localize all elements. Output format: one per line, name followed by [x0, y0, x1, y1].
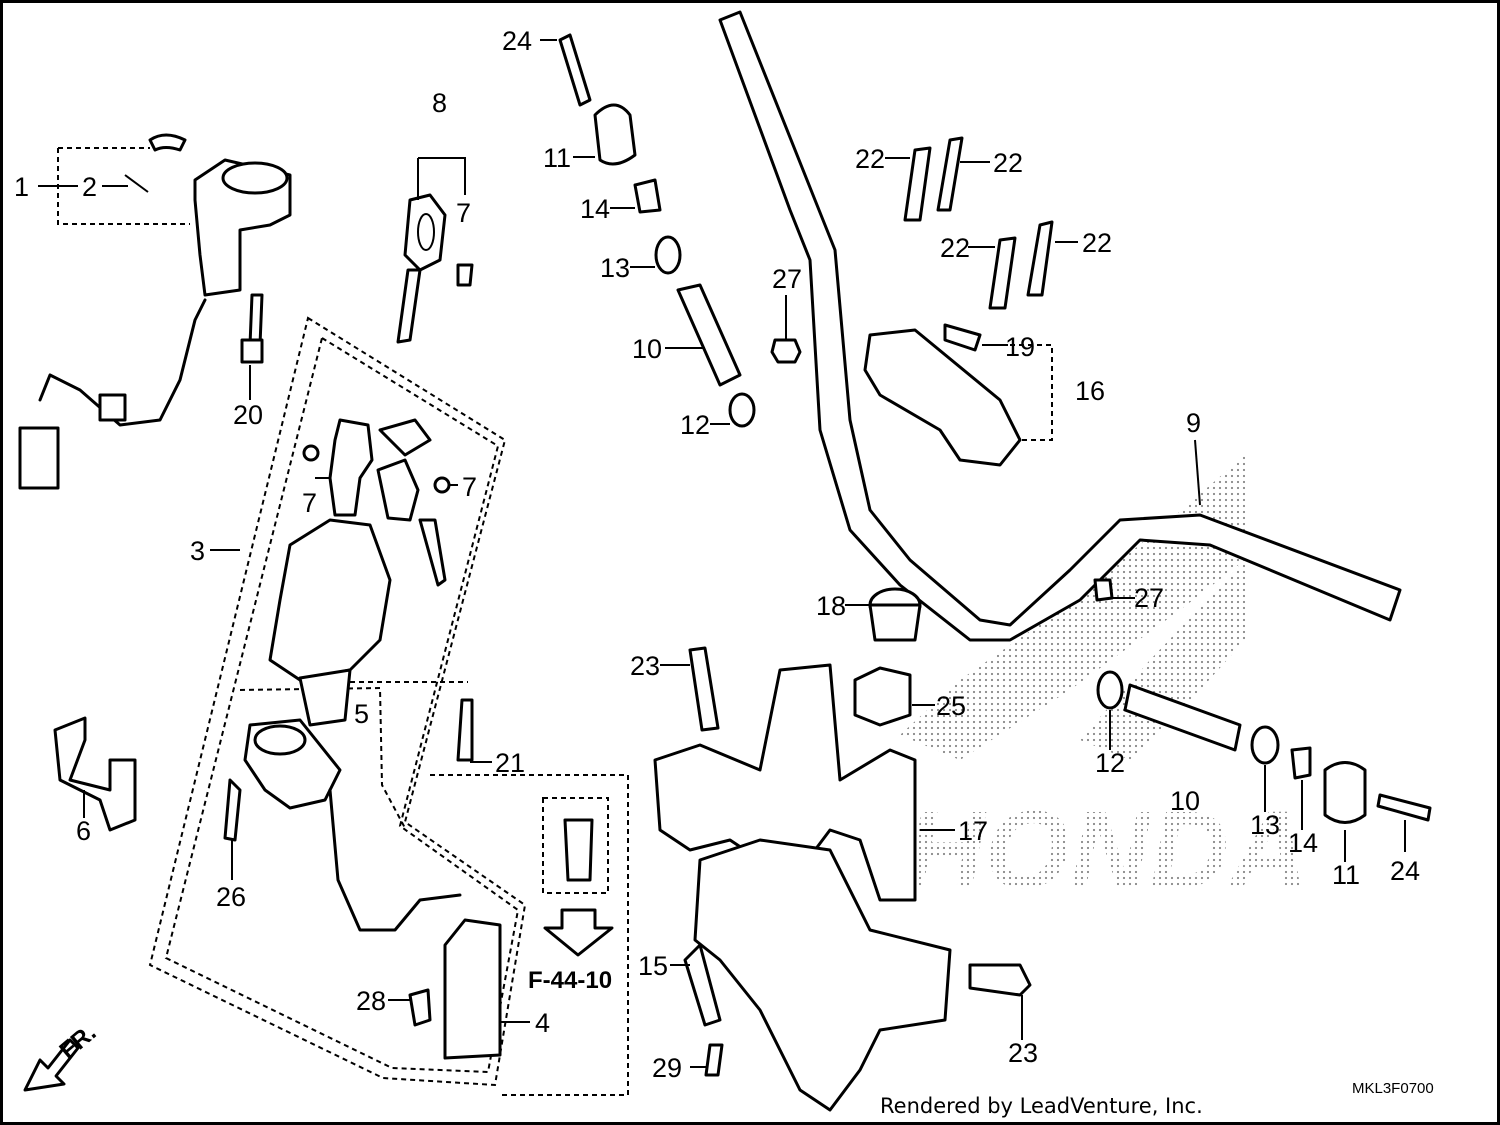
- bolts-part-22: [903, 136, 1054, 310]
- handlebar-holder-part-16: [863, 328, 1022, 467]
- callout-25: 25: [936, 691, 966, 721]
- callout-19: 19: [1005, 332, 1035, 362]
- callout-24b: 24: [1390, 856, 1420, 886]
- callout-20: 20: [233, 400, 263, 430]
- screw-part-29: [704, 1043, 724, 1077]
- callout-12a: 12: [680, 410, 710, 440]
- drawing-code: MKL3F0700: [1352, 1080, 1434, 1097]
- callout-29: 29: [652, 1053, 682, 1083]
- switch-part-5: [223, 718, 502, 1060]
- screw-part-21: [456, 698, 474, 762]
- credit-text: Rendered by LeadVenture, Inc.: [880, 1094, 1203, 1118]
- bar-end-stack-right: [1096, 670, 1432, 824]
- callout-7a: 7: [456, 198, 471, 228]
- callout-7b: 7: [302, 488, 317, 518]
- callout-12b: 12: [1095, 748, 1125, 778]
- bolt-part-23-bottom: [968, 963, 1032, 997]
- callout-10b: 10: [1170, 786, 1200, 816]
- screw-part-20: [248, 293, 264, 347]
- ref-box: [430, 774, 629, 1096]
- callout-16: 16: [1075, 376, 1105, 406]
- assembly-box-3-inner: [164, 336, 520, 1074]
- callout-23b: 23: [1008, 1038, 1038, 1068]
- nut-part-27-right: [1093, 578, 1114, 602]
- callout-labels: 1 2 3 4 5 6 7 7 7 8 9 10 10 11 11 12 12 …: [14, 26, 1420, 1083]
- callout-18: 18: [816, 591, 846, 621]
- clip-part-6: [53, 716, 137, 832]
- bar-end-stack-top: [558, 33, 756, 428]
- callout-6: 6: [76, 816, 91, 846]
- callout-5: 5: [354, 699, 369, 729]
- callout-15: 15: [638, 951, 668, 981]
- callout-11b: 11: [1332, 860, 1360, 890]
- nut-part-27-top: [770, 338, 802, 364]
- callout-7c: 7: [462, 472, 477, 502]
- callout-22a: 22: [855, 144, 885, 174]
- callout-13b: 13: [1250, 810, 1280, 840]
- handlebar-part-9: [718, 10, 1402, 642]
- callout-21: 21: [495, 748, 525, 778]
- callout-27b: 27: [1134, 583, 1164, 613]
- callout-22d: 22: [1082, 228, 1112, 258]
- front-arrow-icon: [23, 1038, 80, 1092]
- ref-diagram-label: F-44-10: [528, 967, 612, 994]
- callout-27a: 27: [772, 264, 802, 294]
- steering-stem-part-15: [693, 838, 952, 1112]
- callout-22b: 22: [993, 148, 1023, 178]
- key-part-8: [396, 193, 474, 344]
- callout-4: 4: [535, 1008, 550, 1038]
- bolt-part-23-top: [688, 646, 720, 732]
- callout-13a: 13: [600, 253, 630, 283]
- assembly-box-3: [148, 316, 527, 1087]
- callout-2: 2: [82, 172, 97, 202]
- callout-9: 9: [1186, 408, 1201, 438]
- ignition-switch-part: [268, 418, 451, 727]
- assembly-bracket-1: [57, 148, 190, 225]
- callout-24a: 24: [502, 26, 532, 56]
- callout-17: 17: [958, 816, 988, 846]
- ref-part-box: [542, 797, 609, 894]
- callout-22c: 22: [940, 233, 970, 263]
- callout-26: 26: [216, 882, 246, 912]
- callout-14a: 14: [580, 194, 610, 224]
- callout-14b: 14: [1288, 828, 1318, 858]
- switch-housing-part: [18, 133, 292, 490]
- callout-28: 28: [356, 986, 386, 1016]
- callout-10a: 10: [632, 334, 662, 364]
- callout-11a: 11: [543, 143, 571, 173]
- callout-23a: 23: [630, 651, 660, 681]
- ref-arrow: [543, 908, 614, 957]
- bracket-16: [1010, 344, 1053, 441]
- callout-3: 3: [190, 536, 205, 566]
- leader-lines: [38, 39, 1406, 1068]
- callout-8: 8: [432, 88, 447, 118]
- nut-part-25: [853, 666, 912, 727]
- honda-logo-text: HONDA: [905, 789, 1308, 912]
- callout-1: 1: [14, 172, 29, 202]
